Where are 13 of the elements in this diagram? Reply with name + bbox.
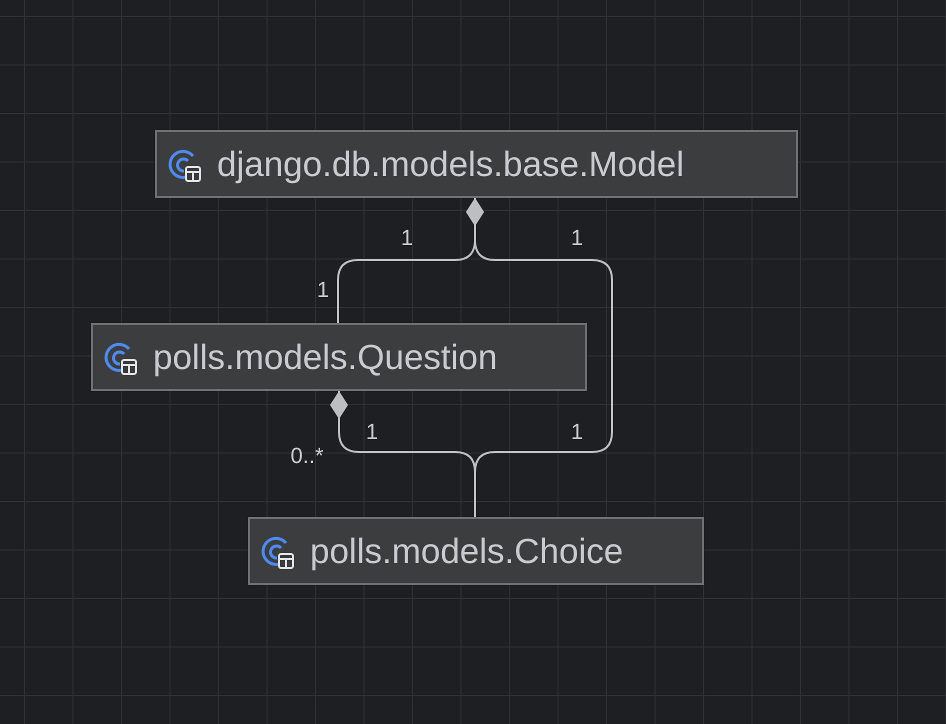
class-box — [248, 517, 704, 585]
class-box — [155, 130, 798, 198]
class-box — [91, 323, 587, 391]
composition-connector — [330, 391, 476, 517]
class-name: polls.models.Question — [153, 340, 498, 374]
class-name: django.db.models.base.Model — [217, 146, 684, 182]
multiplicity-label: 1 — [570, 421, 584, 443]
multiplicity-label: 1 — [400, 227, 414, 249]
multiplicity-label: 1 — [366, 421, 378, 443]
multiplicity-label: 1 — [316, 279, 330, 301]
class-name: polls.models.Choice — [310, 534, 624, 568]
multiplicity-label: 0..* — [290, 445, 324, 467]
multiplicity-label: 1 — [570, 227, 584, 249]
